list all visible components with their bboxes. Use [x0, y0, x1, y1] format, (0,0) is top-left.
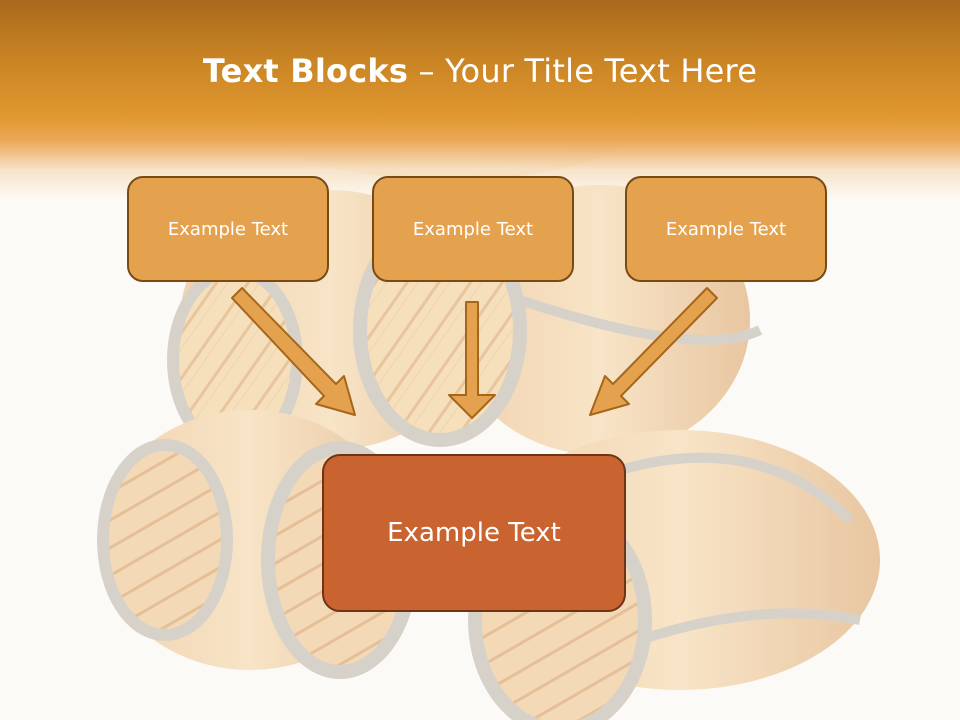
slide-title: Text Blocks – Your Title Text Here	[0, 52, 960, 90]
text-block-3-label: Example Text	[665, 218, 787, 240]
text-block-2-label: Example Text	[412, 218, 534, 240]
target-text-block[interactable]: Example Text	[322, 454, 626, 612]
title-dash: –	[408, 52, 446, 90]
text-block-2[interactable]: Example Text	[372, 176, 574, 282]
target-text-block-label: Example Text	[387, 518, 561, 548]
title-bold-text: Text Blocks	[202, 52, 409, 90]
title-rest-text: Your Title Text Here	[445, 52, 758, 90]
text-block-3[interactable]: Example Text	[625, 176, 827, 282]
text-block-1[interactable]: Example Text	[127, 176, 329, 282]
header-band	[0, 0, 960, 200]
text-block-1-label: Example Text	[167, 218, 289, 240]
